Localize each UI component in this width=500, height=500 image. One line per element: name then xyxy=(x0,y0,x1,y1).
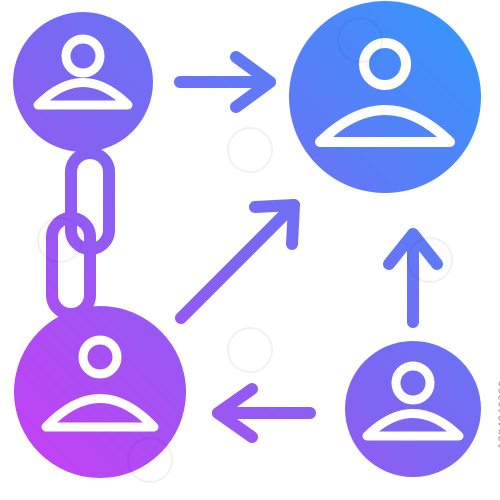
user-icon xyxy=(41,335,159,432)
arrow-right-icon xyxy=(174,51,276,113)
chain-link-icon xyxy=(46,147,115,320)
user-icon xyxy=(362,361,464,441)
arrow-left-icon xyxy=(212,383,316,443)
user-icon xyxy=(315,38,455,147)
user-circle xyxy=(14,306,186,478)
arrow-up-icon xyxy=(383,228,443,328)
bottom-right-user-node xyxy=(345,341,481,477)
bottom-left-user-node xyxy=(14,306,186,478)
top-right-user-node xyxy=(289,1,481,193)
arrow-up-right-icon xyxy=(175,199,300,324)
user-circle xyxy=(289,1,481,193)
top-left-user-node xyxy=(13,12,153,152)
user-icon xyxy=(33,34,133,110)
